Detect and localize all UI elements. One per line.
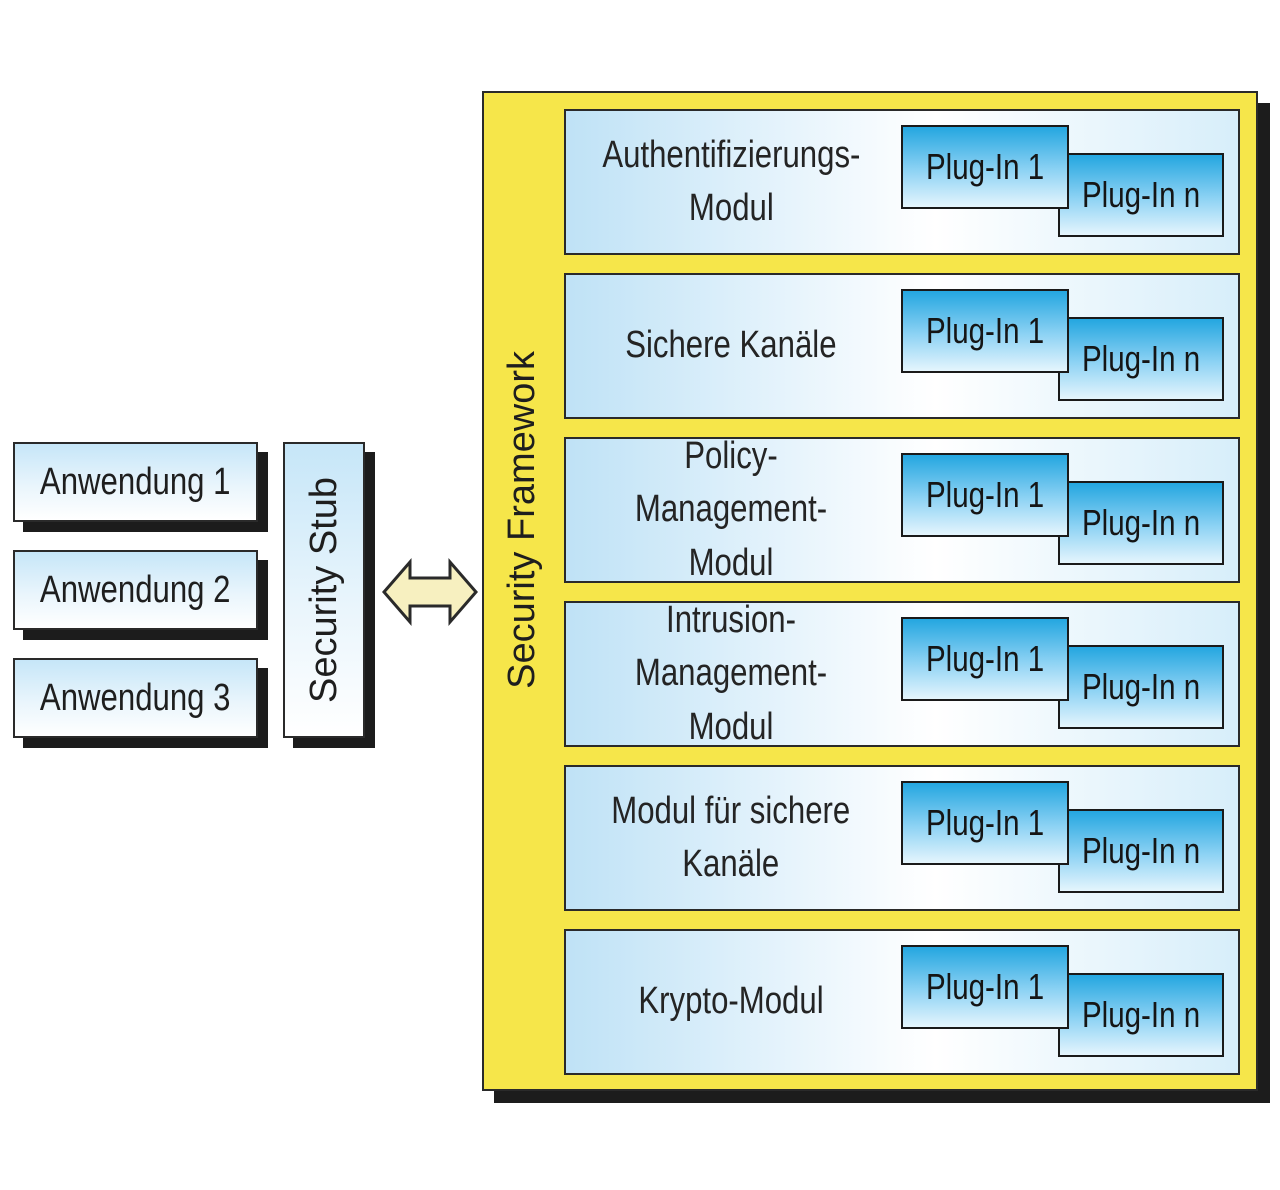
plugin-1-box: Plug-In 1 — [901, 289, 1069, 373]
module-intrusion-management: Intrusion- Management-Modul Plug-In n Pl… — [564, 599, 1240, 748]
module-name-wrap: Intrusion- Management-Modul — [566, 599, 896, 747]
plugin-1-box: Plug-In 1 — [901, 617, 1069, 701]
plugin-1-label: Plug-In 1 — [925, 474, 1045, 515]
plugin-n-box: Plug-In n — [1058, 317, 1224, 401]
module-secure-channels: Sichere Kanäle Plug-In n Plug-In 1 — [564, 273, 1240, 419]
security-framework-label: Security Framework — [500, 351, 543, 689]
module-name: Policy- Management-Modul — [634, 435, 828, 584]
module-name-wrap: Authentifizierungs- Modul — [566, 111, 896, 253]
plugin-n-label: Plug-In n — [1081, 994, 1201, 1035]
plugin-n-label: Plug-In n — [1081, 502, 1201, 543]
module-name-wrap: Krypto-Modul — [566, 931, 896, 1073]
application-label-2: Anwendung 2 — [40, 568, 231, 611]
plugin-1-box: Plug-In 1 — [901, 945, 1069, 1029]
module-secure-channel-module: Modul für sichere Kanäle Plug-In n Plug-… — [564, 765, 1240, 911]
module-crypto: Krypto-Modul Plug-In n Plug-In 1 — [564, 929, 1240, 1075]
module-name: Authentifizierungs- Modul — [601, 133, 861, 229]
security-stub-box: Security Stub — [283, 442, 365, 738]
module-name: Intrusion- Management-Modul — [634, 599, 828, 748]
plugin-1-label: Plug-In 1 — [925, 146, 1045, 187]
module-name: Krypto-Modul — [638, 980, 824, 1023]
double-arrow-icon — [382, 557, 478, 627]
plugin-n-label: Plug-In n — [1081, 830, 1201, 871]
application-box-3: Anwendung 3 — [13, 658, 258, 738]
plugin-n-label: Plug-In n — [1081, 338, 1201, 379]
plugin-1-label: Plug-In 1 — [925, 966, 1045, 1007]
plugin-1-box: Plug-In 1 — [901, 781, 1069, 865]
plugin-1-box: Plug-In 1 — [901, 453, 1069, 537]
application-box-2: Anwendung 2 — [13, 550, 258, 630]
plugin-1-label: Plug-In 1 — [925, 802, 1045, 843]
module-name: Sichere Kanäle — [625, 324, 837, 367]
plugin-n-box: Plug-In n — [1058, 973, 1224, 1057]
plugin-1-box: Plug-In 1 — [901, 125, 1069, 209]
plugin-n-box: Plug-In n — [1058, 809, 1224, 893]
module-name: Modul für sichere Kanäle — [611, 789, 851, 885]
plugin-n-box: Plug-In n — [1058, 153, 1224, 237]
plugin-1-label: Plug-In 1 — [925, 638, 1045, 679]
security-framework-label-wrap: Security Framework — [500, 120, 544, 920]
application-label-3: Anwendung 3 — [40, 676, 231, 719]
application-box-1: Anwendung 1 — [13, 442, 258, 522]
module-name-wrap: Policy- Management-Modul — [566, 435, 896, 583]
application-label-1: Anwendung 1 — [40, 460, 231, 503]
module-policy-management: Policy- Management-Modul Plug-In n Plug-… — [564, 435, 1240, 584]
plugin-1-label: Plug-In 1 — [925, 310, 1045, 351]
plugin-n-label: Plug-In n — [1081, 666, 1201, 707]
module-name-wrap: Sichere Kanäle — [566, 275, 896, 417]
module-authentication: Authentifizierungs- Modul Plug-In n Plug… — [564, 109, 1240, 255]
module-name-wrap: Modul für sichere Kanäle — [566, 767, 896, 909]
plugin-n-label: Plug-In n — [1081, 174, 1201, 215]
plugin-n-box: Plug-In n — [1058, 481, 1224, 565]
plugin-n-box: Plug-In n — [1058, 645, 1224, 729]
security-stub-label: Security Stub — [302, 477, 345, 703]
security-framework-container — [482, 91, 1258, 1091]
